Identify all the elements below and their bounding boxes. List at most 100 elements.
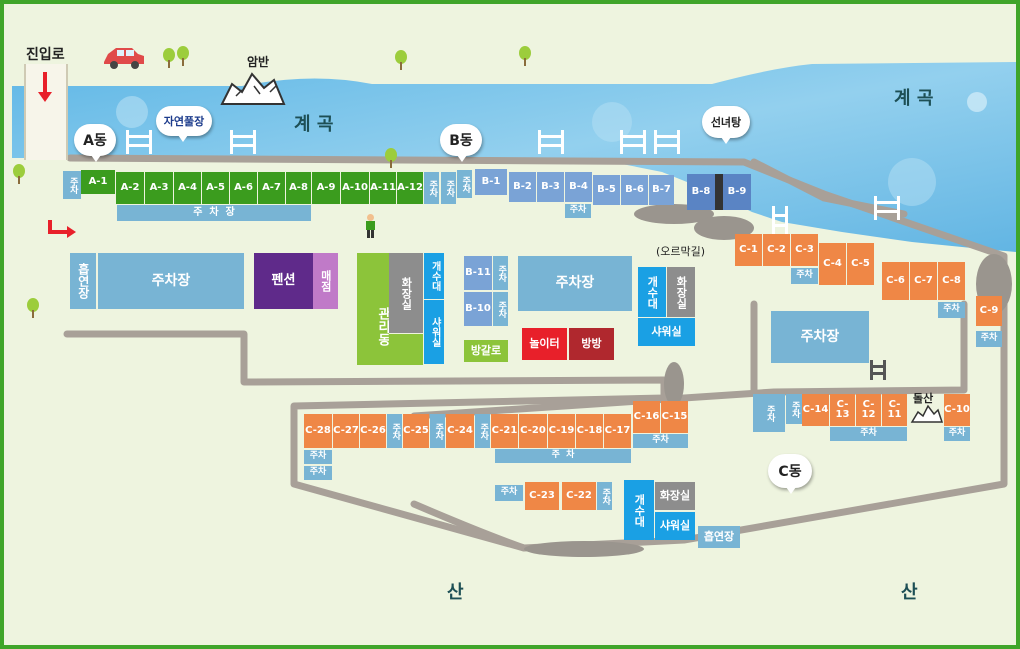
site-c-15[interactable]: C-15 — [661, 401, 688, 433]
c-lower-parking-strip[interactable]: 주 차 — [495, 449, 631, 463]
site-c-18[interactable]: C-18 — [576, 414, 603, 448]
pension[interactable]: 펜션 — [254, 253, 313, 309]
site-b-8[interactable]: B-8 — [687, 174, 715, 210]
smoking-area[interactable]: 흡연장 — [70, 253, 96, 309]
site-c-27[interactable]: C-27 — [333, 414, 359, 448]
site-b-9[interactable]: B-9 — [723, 174, 751, 210]
toilet-3[interactable]: 화장실 — [655, 482, 695, 510]
fairy-bath-bubble[interactable]: 선녀탕 — [702, 106, 750, 144]
parking-spot[interactable]: 주차 — [976, 331, 1002, 347]
sink-2[interactable]: 개수대 — [638, 267, 666, 317]
site-b-6[interactable]: B-6 — [621, 175, 648, 205]
site-a-7[interactable]: A-7 — [258, 172, 285, 204]
a-parking-strip[interactable]: 주 차 장 — [117, 205, 311, 221]
site-b-3[interactable]: B-3 — [537, 172, 564, 202]
site-a-12[interactable]: A-12 — [397, 172, 423, 204]
toilet-2[interactable]: 화장실 — [667, 267, 695, 317]
parking-spot[interactable]: 주차 — [786, 394, 802, 424]
site-c-6[interactable]: C-6 — [882, 262, 909, 300]
parking-spot[interactable]: 주차 — [944, 427, 970, 441]
parking-lot-c[interactable]: 주차장 — [771, 311, 869, 363]
site-c-24[interactable]: C-24 — [446, 414, 474, 448]
site-c-28[interactable]: C-28 — [304, 414, 332, 448]
site-a-5[interactable]: A-5 — [202, 172, 229, 204]
parking-spot[interactable]: 주차 — [938, 302, 965, 318]
parking-spot[interactable]: 주차 — [493, 292, 508, 326]
site-c-16[interactable]: C-16 — [633, 401, 660, 433]
parking-spot[interactable]: 주차 — [495, 485, 523, 501]
site-c-3[interactable]: C-3 — [791, 234, 818, 266]
a-zone-bubble[interactable]: A동 — [74, 124, 116, 162]
parking-spot[interactable]: 주차 — [387, 414, 402, 448]
management-office[interactable]: 관리동 — [357, 253, 390, 365]
site-b-5[interactable]: B-5 — [593, 175, 620, 205]
site-c-8[interactable]: C-8 — [938, 262, 965, 300]
sink-3[interactable]: 개수대 — [624, 480, 654, 540]
site-a-8[interactable]: A-8 — [286, 172, 311, 204]
site-c-21[interactable]: C-21 — [491, 414, 518, 448]
bangalow[interactable]: 방갈로 — [464, 340, 508, 362]
sink-1[interactable]: 개수대 — [424, 253, 444, 299]
parking-spot[interactable]: 주차 — [565, 204, 591, 218]
parking-spot[interactable]: 주차 — [304, 466, 332, 480]
site-c-10[interactable]: C-10 — [944, 394, 970, 426]
b-zone-bubble[interactable]: B동 — [440, 124, 482, 162]
parking-spot[interactable]: 주차 — [493, 256, 508, 290]
site-c-13[interactable]: C-13 — [830, 394, 855, 426]
site-a-6[interactable]: A-6 — [230, 172, 257, 204]
site-a-3[interactable]: A-3 — [145, 172, 173, 204]
parking-spot[interactable]: 주차 — [63, 171, 81, 199]
bounce-room[interactable]: 방방 — [569, 328, 614, 360]
site-c-9[interactable]: C-9 — [976, 296, 1002, 326]
site-b-11[interactable]: B-11 — [464, 256, 492, 290]
site-b-4[interactable]: B-4 — [565, 172, 592, 202]
site-c-14[interactable]: C-14 — [802, 394, 829, 426]
site-b-10[interactable]: B-10 — [464, 292, 492, 326]
parking-spot[interactable]: 주차 — [597, 482, 612, 510]
parking-lot-a[interactable]: 주차장 — [98, 253, 244, 309]
parking-spot[interactable]: 주차 — [457, 170, 472, 198]
site-c-7[interactable]: C-7 — [910, 262, 937, 300]
parking-spot[interactable]: 주차 — [430, 414, 445, 448]
site-a-4[interactable]: A-4 — [174, 172, 201, 204]
shower-2[interactable]: 샤워실 — [638, 318, 695, 346]
site-c-1[interactable]: C-1 — [735, 234, 762, 266]
c-zone-bubble[interactable]: C동 — [768, 454, 812, 494]
parking-lot-b[interactable]: 주차장 — [518, 256, 632, 311]
site-a-2[interactable]: A-2 — [116, 172, 144, 204]
parking-spot[interactable]: 주차 — [441, 172, 456, 204]
shower-3[interactable]: 샤워실 — [655, 512, 695, 540]
site-c-2[interactable]: C-2 — [763, 234, 790, 266]
site-c-12[interactable]: C-12 — [856, 394, 881, 426]
parking-spot[interactable]: 주차 — [304, 450, 332, 464]
site-c-26[interactable]: C-26 — [360, 414, 386, 448]
site-c-23[interactable]: C-23 — [525, 482, 559, 510]
site-c-5[interactable]: C-5 — [847, 243, 874, 285]
site-c-4[interactable]: C-4 — [819, 243, 846, 285]
site-b-1[interactable]: B-1 — [475, 169, 507, 195]
c-parking-strip[interactable]: 주차 — [830, 427, 907, 441]
smoking-area-2[interactable]: 흡연장 — [698, 526, 740, 548]
site-b-2[interactable]: B-2 — [509, 172, 536, 202]
parking-spot[interactable]: 주차 — [633, 434, 688, 448]
parking-spot[interactable]: 주차 — [753, 394, 785, 432]
site-a-10[interactable]: A-10 — [341, 172, 369, 204]
site-c-25[interactable]: C-25 — [403, 414, 429, 448]
site-a-11[interactable]: A-11 — [370, 172, 396, 204]
store[interactable]: 매점 — [313, 253, 338, 309]
playground[interactable]: 놀이터 — [522, 328, 567, 360]
parking-spot[interactable]: 주차 — [791, 268, 818, 284]
site-c-20[interactable]: C-20 — [519, 414, 547, 448]
shower-1[interactable]: 샤워실 — [424, 300, 444, 364]
parking-spot[interactable]: 주차 — [475, 414, 490, 448]
natural-pool-bubble[interactable]: 자연풀장 — [156, 106, 212, 142]
toilet-1[interactable]: 화장실 — [389, 253, 423, 333]
site-c-22[interactable]: C-22 — [562, 482, 596, 510]
site-c-17[interactable]: C-17 — [604, 414, 631, 448]
site-c-19[interactable]: C-19 — [548, 414, 575, 448]
site-b-7[interactable]: B-7 — [649, 175, 674, 205]
site-a-1[interactable]: A-1 — [81, 170, 115, 194]
parking-spot[interactable]: 주차 — [424, 172, 439, 204]
site-a-9[interactable]: A-9 — [312, 172, 340, 204]
site-c-11[interactable]: C-11 — [882, 394, 907, 426]
